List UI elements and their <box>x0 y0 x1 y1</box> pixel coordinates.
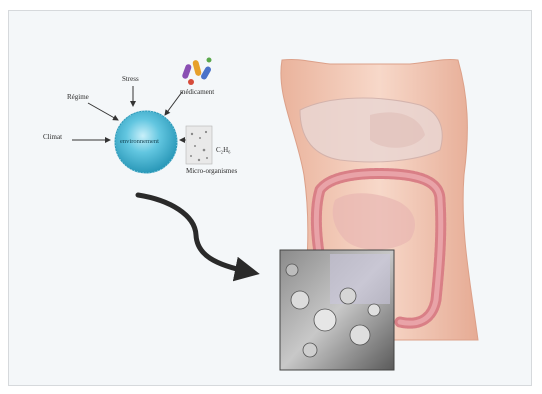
label-regime: Régime <box>67 93 89 101</box>
curved-arrow-icon <box>138 195 250 272</box>
microorganism-image <box>186 126 212 164</box>
medication-icon <box>181 58 212 86</box>
label-center: environnement <box>120 138 159 145</box>
label-medicament: médicament <box>180 88 214 96</box>
label-stress: Stress <box>122 75 139 83</box>
label-micro: Micro-organismes <box>186 167 237 175</box>
micrograph-inset <box>280 250 394 370</box>
label-formula: C₂H₆ <box>216 146 231 154</box>
arrow-regime <box>88 103 118 120</box>
label-climat: Climat <box>43 133 62 141</box>
